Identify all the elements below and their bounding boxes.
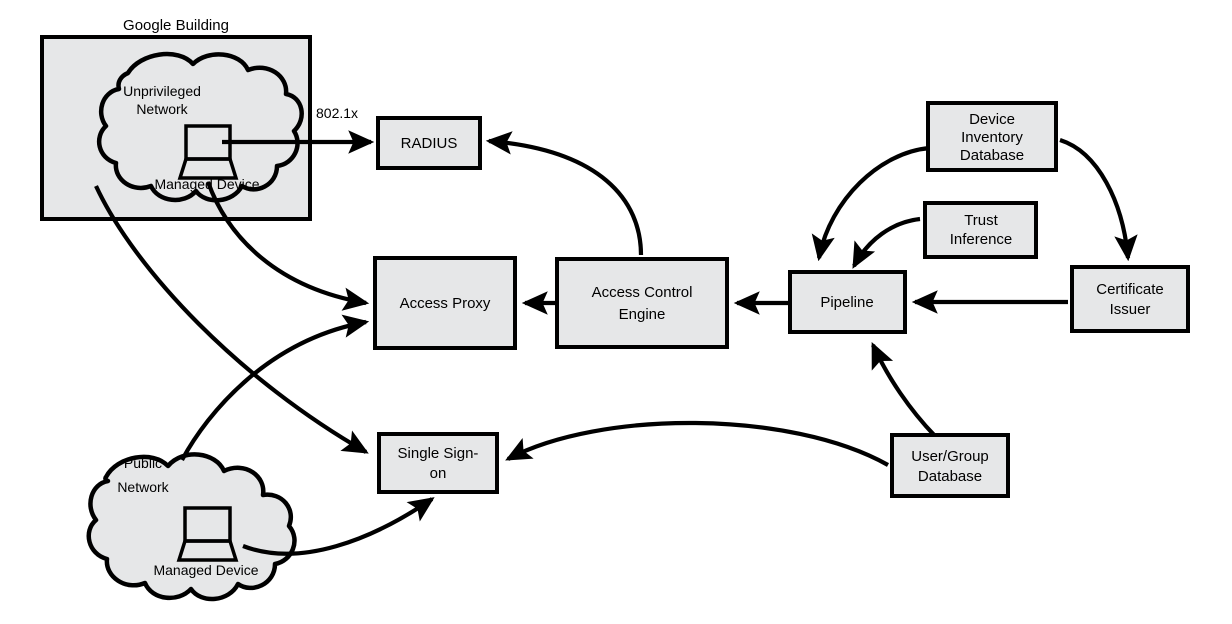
node-trust-inference-label-line1: Trust	[964, 212, 998, 229]
edge-unprivileged-network-to-access-proxy	[206, 181, 370, 311]
public-network-managed-device-icon	[176, 506, 239, 562]
node-access-proxy[interactable]: Access Proxy	[373, 256, 517, 350]
node-access-proxy-label: Access Proxy	[400, 295, 491, 312]
node-device-inventory-database-label-line3: Database	[960, 147, 1024, 164]
node-certificate-issuer-box[interactable]	[1070, 265, 1190, 333]
public-network-label-line1: Public	[124, 455, 162, 471]
node-user-group-database[interactable]: User/Group Database	[890, 433, 1010, 498]
node-user-group-database-label-line2: Database	[918, 468, 982, 485]
node-radius-label: RADIUS	[401, 135, 458, 152]
node-pipeline-box[interactable]	[788, 270, 907, 334]
node-trust-inference-box[interactable]	[923, 201, 1038, 259]
cloud-public-network: Public Network Managed Device	[86, 452, 297, 602]
node-pipeline[interactable]: Pipeline	[788, 270, 907, 334]
public-network-cloud-shape	[86, 452, 297, 602]
node-access-control-engine-label-line1: Access Control	[592, 284, 693, 301]
edge-label-802-1x: 802.1x	[316, 105, 358, 121]
node-trust-inference[interactable]: Trust Inference	[923, 201, 1038, 259]
node-single-sign-on[interactable]: Single Sign- on	[377, 432, 499, 494]
node-access-control-engine-label-line2: Engine	[619, 306, 666, 323]
edge-public-network-to-access-proxy	[180, 314, 370, 462]
node-single-sign-on-label-line2: on	[430, 465, 447, 482]
unprivileged-network-label-line1: Unprivileged	[123, 83, 201, 99]
edge-user-group-database-to-pipeline	[871, 342, 937, 438]
node-user-group-database-box[interactable]	[890, 433, 1010, 498]
node-certificate-issuer[interactable]: Certificate Issuer	[1070, 265, 1190, 333]
node-device-inventory-database-label-line1: Device	[969, 111, 1015, 128]
container-google-building-title: Google Building	[123, 17, 229, 34]
node-pipeline-label: Pipeline	[820, 294, 873, 311]
edge-access-control-engine-to-radius	[485, 131, 644, 256]
node-device-inventory-database[interactable]: Device Inventory Database	[926, 101, 1058, 172]
node-single-sign-on-label-line1: Single Sign-	[398, 445, 479, 462]
node-trust-inference-label-line2: Inference	[950, 231, 1013, 248]
node-access-control-engine-box[interactable]	[555, 257, 729, 349]
node-single-sign-on-box[interactable]	[377, 432, 499, 494]
edge-user-group-database-to-single-sign-on	[505, 420, 890, 467]
node-access-control-engine[interactable]: Access Control Engine	[555, 257, 729, 349]
node-radius[interactable]: RADIUS	[376, 116, 482, 170]
node-device-inventory-database-label-line2: Inventory	[961, 129, 1023, 146]
public-network-device-label: Managed Device	[153, 562, 258, 578]
edge-trust-inference-to-pipeline	[852, 216, 921, 269]
node-device-inventory-database-box[interactable]	[926, 101, 1058, 172]
cloud-unprivileged-network: Unprivileged Network Managed Device	[96, 51, 304, 203]
public-network-label-line2: Network	[117, 479, 169, 495]
edge-device-inventory-database-to-certificate-issuer	[1059, 137, 1138, 262]
node-radius-box[interactable]	[376, 116, 482, 170]
node-access-proxy-box[interactable]	[373, 256, 517, 350]
node-certificate-issuer-label-line2: Issuer	[1110, 301, 1151, 318]
unprivileged-network-label-line2: Network	[136, 101, 188, 117]
unprivileged-network-managed-device-icon	[177, 124, 239, 180]
edge-public-network-device-to-single-sign-on	[242, 497, 435, 556]
node-user-group-database-label-line1: User/Group	[911, 448, 989, 465]
node-certificate-issuer-label-line1: Certificate	[1096, 281, 1164, 298]
edge-unprivileged-network-to-single-sign-on	[94, 185, 369, 454]
edge-device-inventory-database-to-pipeline	[811, 145, 931, 262]
